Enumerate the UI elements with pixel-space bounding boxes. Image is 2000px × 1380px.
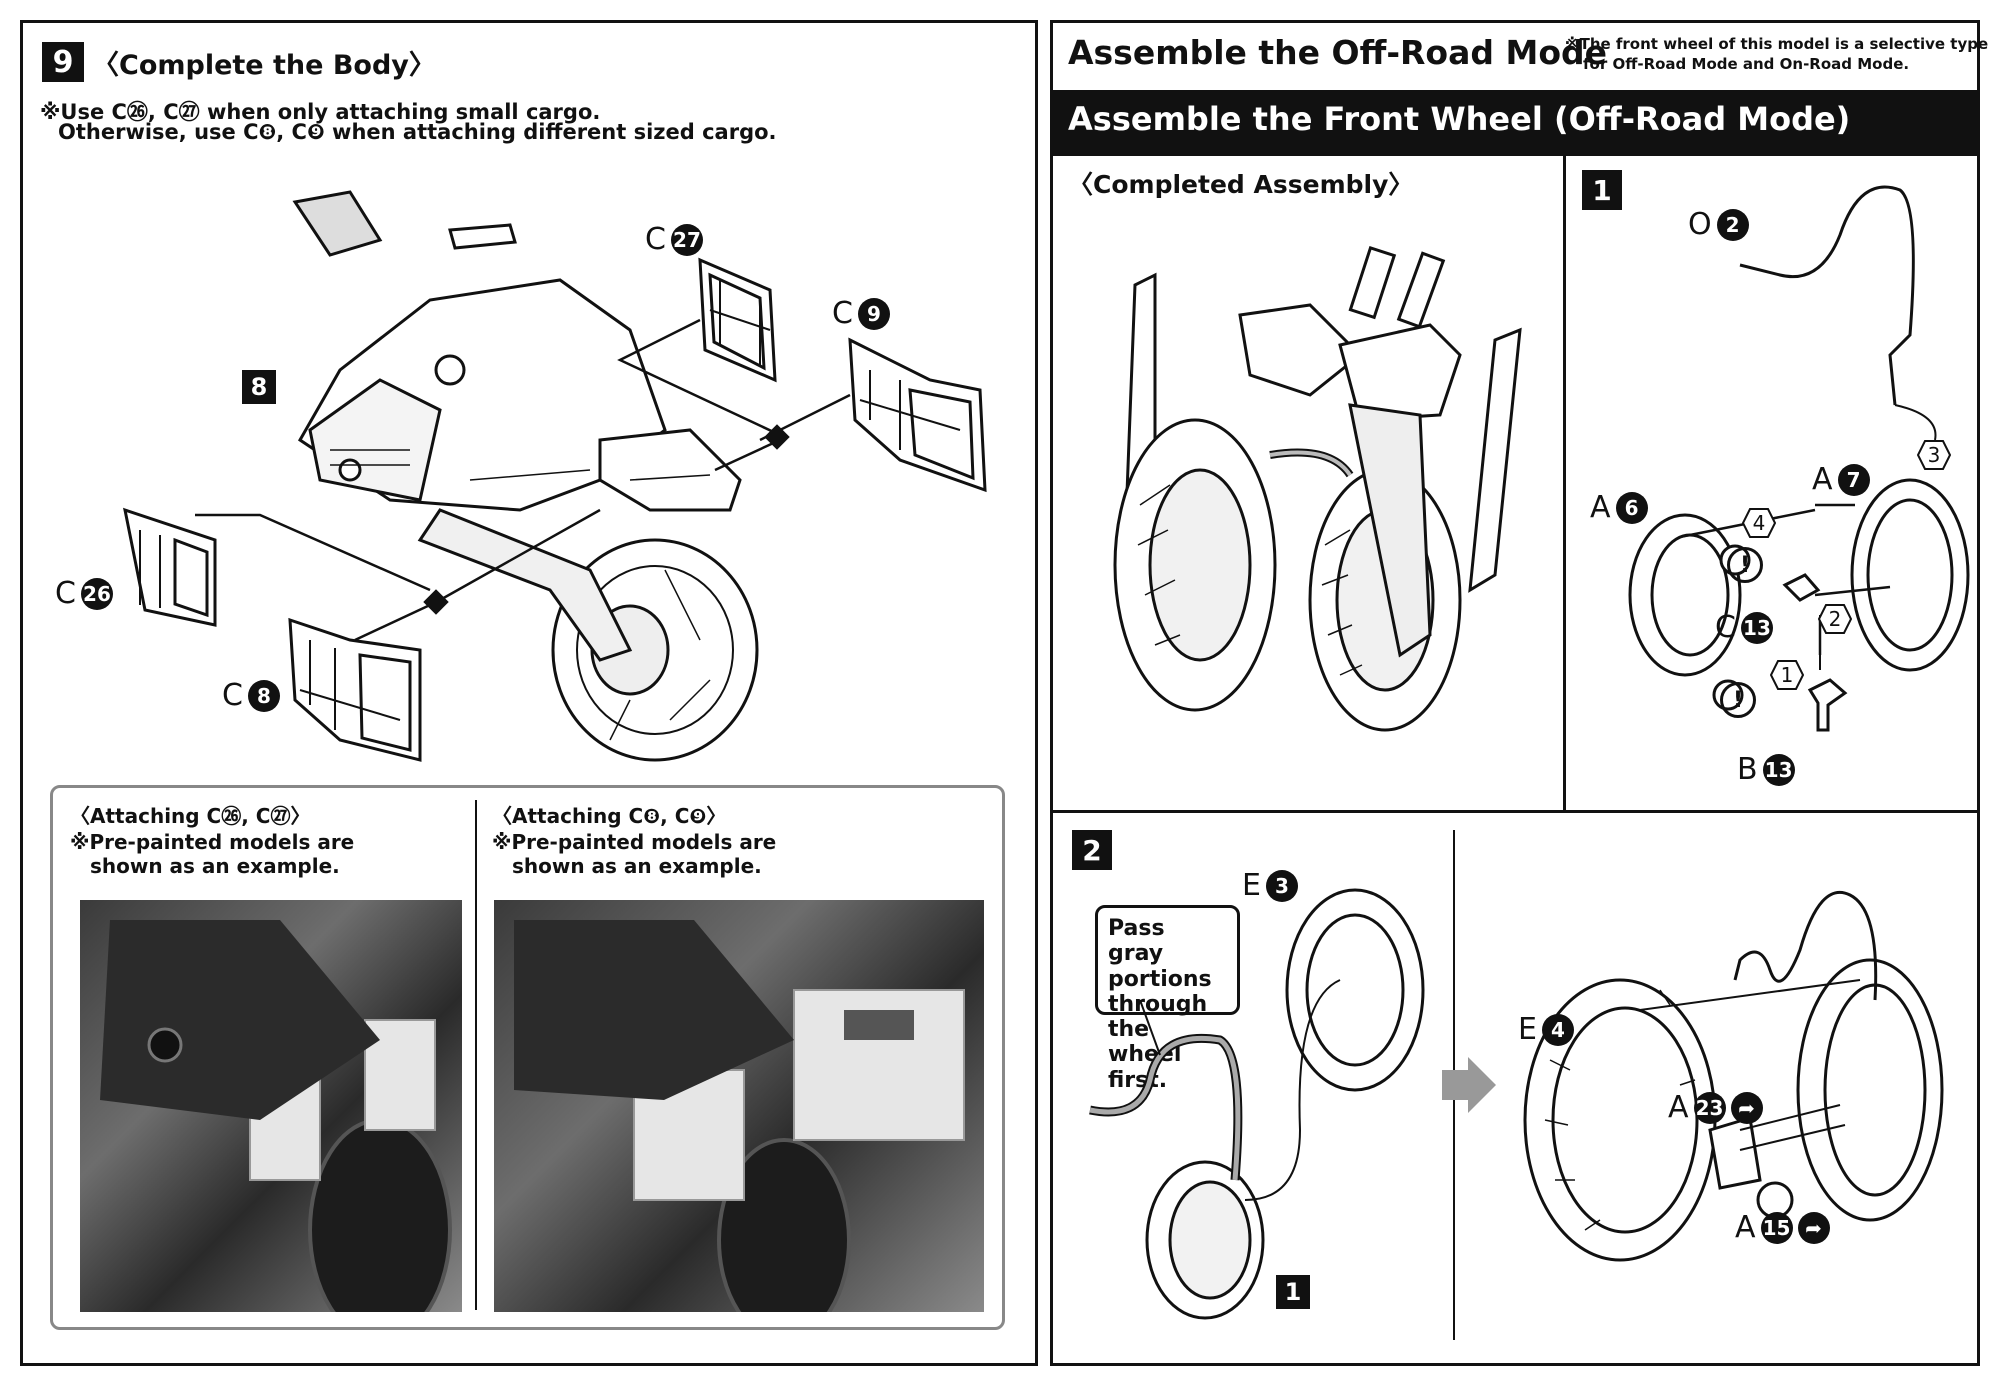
part-label-c26: C 26 — [55, 576, 113, 611]
part-label-c8: C 8 — [222, 678, 280, 713]
part-number-badge: 4 — [1541, 1013, 1574, 1046]
right-side-note-line1: ※The front wheel of this model is a sele… — [1565, 35, 1989, 53]
caution-icon: ! — [1720, 682, 1756, 718]
step-badge-2: 2 — [1072, 830, 1112, 870]
example-right-title: 〈Attaching C❽, C❾〉 — [492, 804, 727, 828]
example-left-note-line1: ※Pre-painted models are — [70, 830, 355, 854]
left-note-line1: ※Use C㉖, C㉗ when only attaching small ca… — [40, 100, 601, 124]
part-number-badge: 7 — [1837, 463, 1870, 496]
part-label-b13: B 13 — [1737, 752, 1795, 787]
example-box — [50, 785, 1005, 1330]
part-label-a15: A 15 ➦ — [1735, 1210, 1830, 1245]
glue-marker-icon: ➦ — [1730, 1091, 1763, 1124]
section-banner — [1053, 90, 1977, 156]
example-photo-small-cargo — [80, 900, 462, 1312]
left-panel — [20, 20, 1038, 1366]
right-side-note-line2: for Off-Road Mode and On-Road Mode. — [1583, 55, 1910, 73]
example-right-note-line2: shown as an example. — [512, 854, 762, 878]
right-panel — [1050, 20, 1980, 1366]
part-number-badge: 15 — [1760, 1211, 1793, 1244]
left-note-line2: Otherwise, use C❽, C❾ when attaching dif… — [58, 120, 777, 144]
order-step-2: 2 — [1818, 604, 1852, 634]
part-label-a7: A 7 — [1812, 462, 1870, 497]
part-number-badge: 3 — [1265, 869, 1298, 902]
cargo-bracket-c8 — [288, 617, 422, 762]
order-step-3: 3 — [1917, 440, 1951, 470]
grid-line-h — [1053, 810, 1977, 813]
banner-title: Assemble the Front Wheel (Off-Road Mode) — [1068, 100, 1851, 138]
step-ref-1: 1 — [1276, 1275, 1310, 1309]
completed-wheel-illustration — [1113, 245, 1522, 732]
completed-label: 〈Completed Assembly〉 — [1068, 170, 1414, 199]
example-right-note-line1: ※Pre-painted models are — [492, 830, 777, 854]
order-step-4: 4 — [1742, 508, 1776, 538]
step-ref-8: 8 — [242, 370, 276, 404]
part-number-badge: 26 — [80, 577, 113, 610]
motorcycle-body-illustration — [292, 190, 759, 762]
part-number-badge: 8 — [247, 679, 280, 712]
attachment-guide-lines — [195, 318, 851, 642]
example-photo-mixed-cargo — [494, 900, 984, 1312]
caution-icon: ! — [1727, 547, 1763, 583]
part-number-badge: 13 — [1740, 611, 1773, 644]
part-label-a23: A 23 ➦ — [1668, 1090, 1763, 1125]
left-title: 〈Complete the Body〉 — [92, 50, 436, 81]
example-left-note-line2: shown as an example. — [90, 854, 340, 878]
part-label-o2: O 2 — [1688, 207, 1749, 242]
part-number-badge: 9 — [857, 297, 890, 330]
step2-pass-through-diagram — [1089, 888, 1425, 1320]
instruction-callout: Pass gray portions through the wheel fir… — [1095, 905, 1240, 1093]
step-badge-9: 9 — [42, 42, 84, 82]
cargo-bracket-c9 — [848, 337, 987, 493]
cargo-bracket-c26 — [123, 507, 217, 627]
part-label-e3: E 3 — [1242, 868, 1298, 903]
part-label-c13: C 13 — [1715, 610, 1773, 645]
part-number-badge: 13 — [1762, 753, 1795, 786]
part-label-e4: E 4 — [1518, 1012, 1574, 1047]
step2-tire-diagram — [1523, 890, 1944, 1262]
part-number-badge: 2 — [1716, 208, 1749, 241]
step1-diagram — [1628, 185, 1970, 732]
part-label-c9: C 9 — [832, 296, 890, 331]
part-label-a6: A 6 — [1590, 490, 1648, 525]
right-title: Assemble the Off-Road Mode — [1068, 33, 1607, 72]
glue-marker-icon: ➦ — [1797, 1211, 1830, 1244]
cargo-bracket-c27 — [698, 257, 777, 383]
order-step-1: 1 — [1770, 660, 1804, 690]
part-label-c27: C 27 — [645, 222, 703, 257]
step-badge-1: 1 — [1582, 170, 1622, 210]
example-left-title: 〈Attaching C㉖, C㉗〉 — [70, 804, 311, 828]
part-number-badge: 6 — [1615, 491, 1648, 524]
example-divider — [475, 800, 477, 1310]
part-number-badge: 23 — [1693, 1091, 1726, 1124]
next-arrow-icon — [1442, 1057, 1496, 1113]
part-number-badge: 27 — [670, 223, 703, 256]
grid-line-v-top — [1563, 156, 1566, 810]
